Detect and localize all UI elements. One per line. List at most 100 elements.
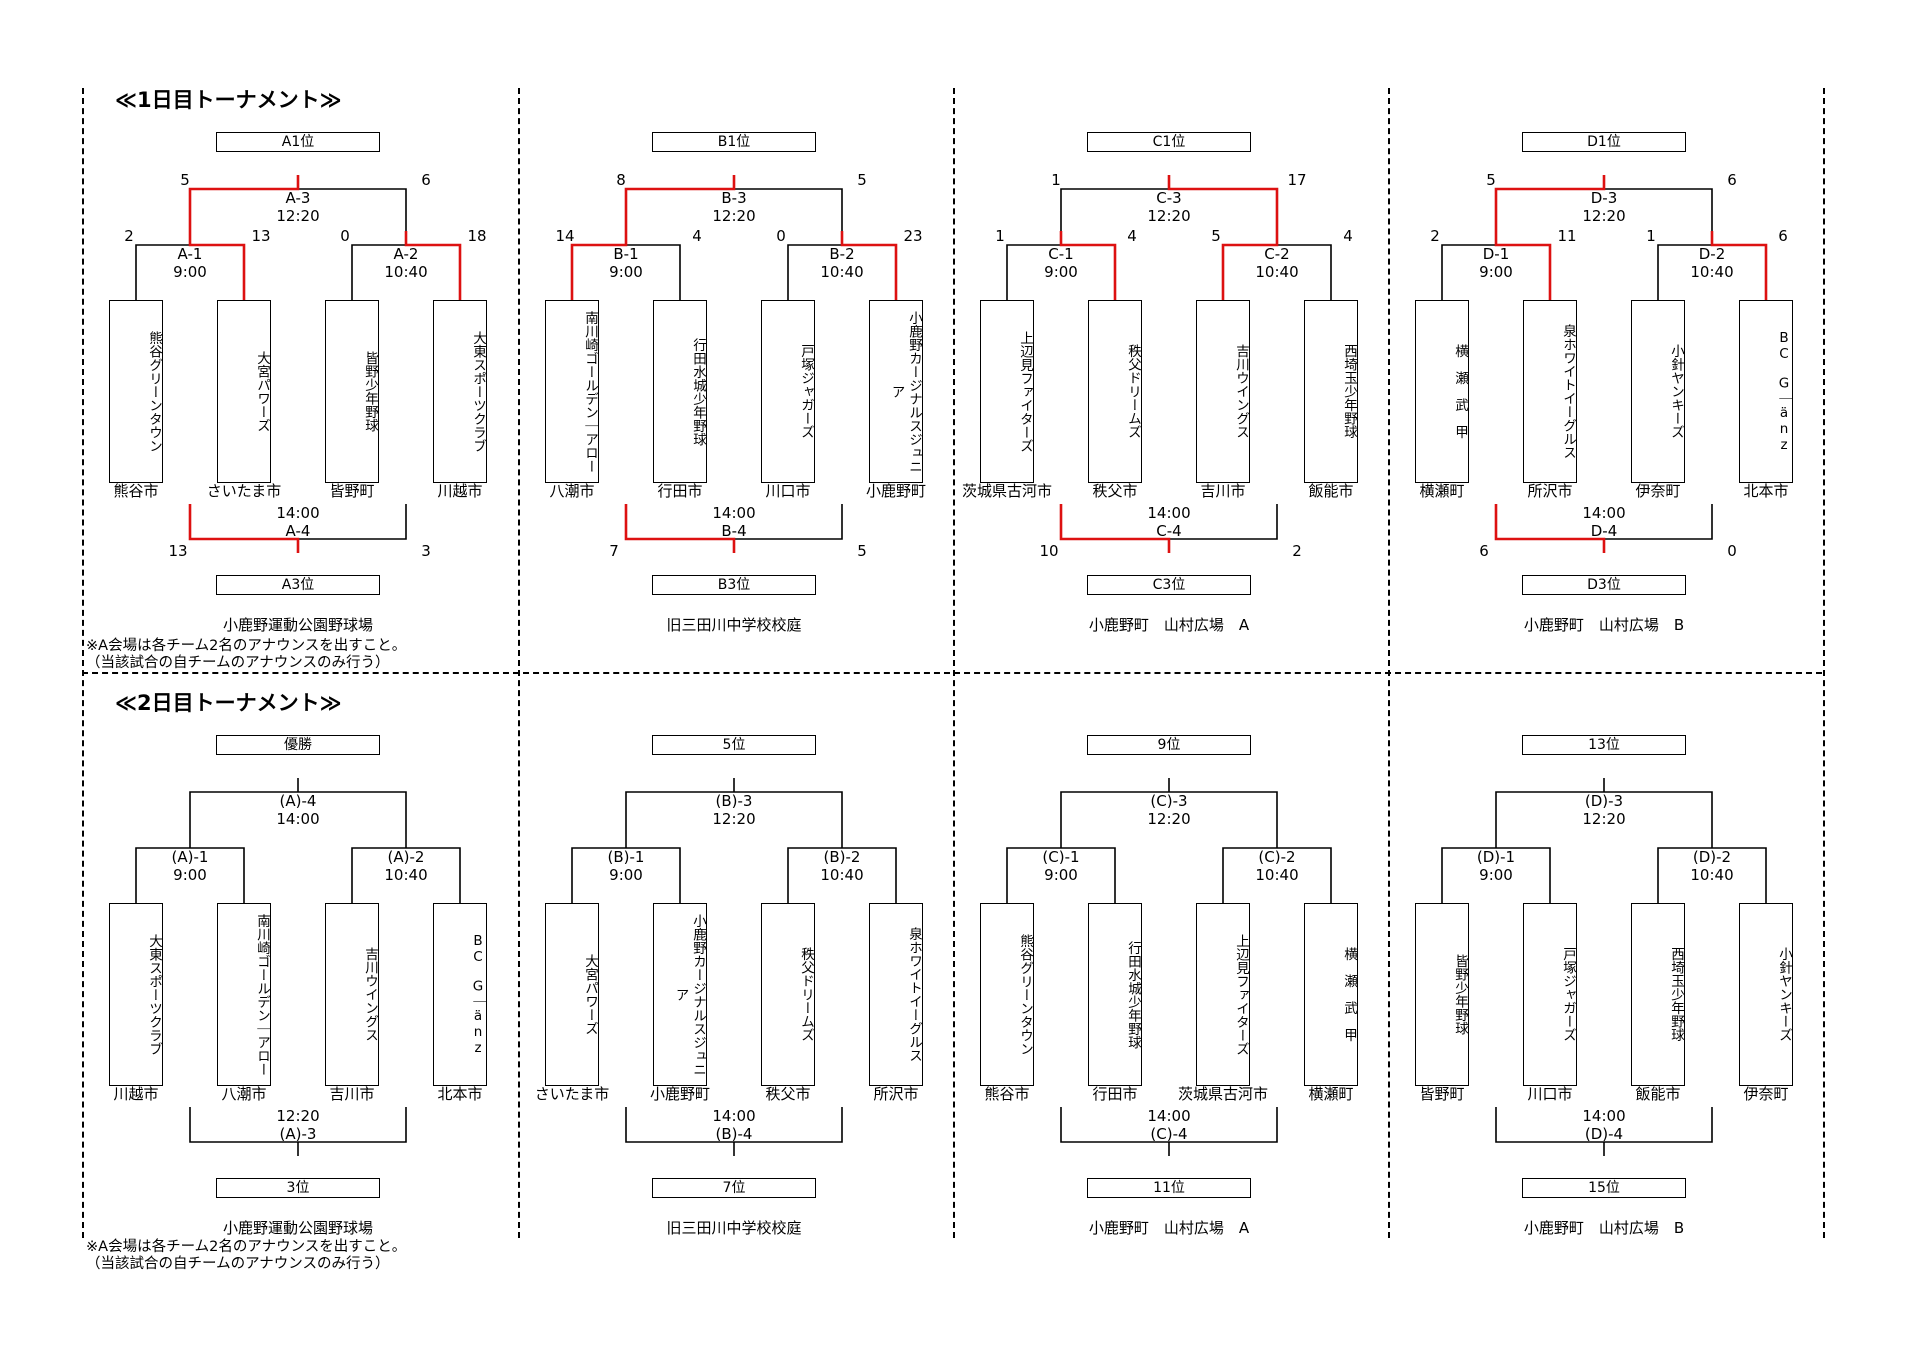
semi2-match-time: 10:40 [1255, 866, 1299, 884]
team-box: BC G｜änz [433, 903, 487, 1086]
team-name: 皆野少年野球 [362, 351, 378, 432]
team-box: 小鹿野カージナルスジュニア [653, 903, 707, 1086]
rank-box-bottom: B3位 [652, 575, 816, 595]
team-box: 横 瀬 武 甲 [1304, 903, 1358, 1086]
team-city: 皆野町 [1419, 1085, 1465, 1103]
final-match-time: 12:20 [712, 207, 756, 225]
rank-box-bottom: C3位 [1087, 575, 1251, 595]
team-city: 飯能市 [1635, 1085, 1681, 1103]
venue-label: 小鹿野運動公園野球場 [222, 1219, 374, 1237]
team-city: 熊谷市 [113, 482, 159, 500]
team-name: 熊谷グリーンタウン [1017, 933, 1033, 1056]
semi2-match-time: 10:40 [820, 263, 864, 281]
team-name: 泉ホワイトイーグルス [1560, 324, 1576, 459]
score: 5 [857, 171, 867, 189]
note-day2-2: （当該試合の自チームのアナウンスのみ行う） [86, 1256, 390, 1272]
divider-right [1823, 88, 1825, 1238]
day1-g3-semi2-winner-path [1221, 231, 1279, 300]
semi1-match-label: D-1 [1482, 245, 1510, 263]
score: 10 [1039, 542, 1059, 560]
score: 0 [1727, 542, 1737, 560]
team-name: 大宮パワーズ [582, 954, 598, 1035]
final-match-label: (B)-3 [715, 792, 753, 810]
semi2-match-label: A-2 [393, 245, 419, 263]
semi2-match-label: (B)-2 [823, 848, 861, 866]
third-match-time: 14:00 [1582, 1107, 1626, 1125]
day1-g1-final-winner-path [188, 175, 300, 231]
note-day2-1: ※A会場は各チーム2名のアナウンスを出すこと。 [86, 1239, 407, 1255]
final-match-time: 12:20 [276, 207, 320, 225]
team-city: 川口市 [765, 482, 811, 500]
semi2-match-label: (D)-2 [1692, 848, 1732, 866]
divider-horizontal [82, 672, 1822, 674]
semi1-match-label: A-1 [177, 245, 203, 263]
semi1-match-time: 9:00 [1479, 866, 1513, 884]
score: 18 [467, 227, 487, 245]
team-city: 所沢市 [1527, 482, 1573, 500]
team-box: 秩父ドリームズ [1088, 300, 1142, 483]
team-city: 茨城県古河市 [1177, 1085, 1269, 1103]
team-box: 小鹿野カージナルスジュニア [869, 300, 923, 483]
rank-box-bottom: 3位 [216, 1178, 380, 1198]
team-box: 上辺見ファイターズ [1196, 903, 1250, 1086]
score: 5 [857, 542, 867, 560]
team-box: 小針ヤンキーズ [1631, 300, 1685, 483]
team-name: 大東スポーツクラブ [146, 933, 162, 1056]
team-name: 大宮パワーズ [254, 351, 270, 432]
team-box: 上辺見ファイターズ [980, 300, 1034, 483]
rank-box-top: B1位 [652, 132, 816, 152]
team-name: 上辺見ファイターズ [1017, 330, 1033, 453]
team-city: 行田市 [657, 482, 703, 500]
score: 6 [1778, 227, 1788, 245]
team-box: 秩父ドリームズ [761, 903, 815, 1086]
day1-g2-semi1-winner-path [570, 231, 628, 300]
score: 5 [180, 171, 190, 189]
team-name: 戸塚ジャガーズ [1560, 947, 1576, 1042]
score: 7 [609, 542, 619, 560]
rank-box-bottom: D3位 [1522, 575, 1686, 595]
score: 11 [1557, 227, 1577, 245]
team-city: 皆野町 [329, 482, 375, 500]
rank-box-top: 9位 [1087, 735, 1251, 755]
team-city: 秩父市 [1092, 482, 1138, 500]
team-name: BC G｜änz [470, 933, 486, 1056]
semi2-match-time: 10:40 [384, 263, 428, 281]
team-name: 西埼玉少年野球 [1668, 947, 1684, 1042]
day1-g2-final-winner-path [624, 175, 736, 231]
score: 1 [1646, 227, 1656, 245]
rank-box-top: C1位 [1087, 132, 1251, 152]
team-name: BC G｜änz [1776, 330, 1792, 453]
team-name: 熊谷グリーンタウン [146, 330, 162, 453]
team-city: 横瀬町 [1308, 1085, 1354, 1103]
team-city: 所沢市 [873, 1085, 919, 1103]
team-city: 横瀬町 [1419, 482, 1465, 500]
venue-label: 旧三田川中学校校庭 [666, 616, 802, 634]
semi1-match-time: 9:00 [1044, 866, 1078, 884]
day1-g4-semi2-winner-path [1710, 231, 1768, 300]
venue-label: 小鹿野運動公園野球場 [222, 616, 374, 634]
team-city: 川口市 [1527, 1085, 1573, 1103]
score: 8 [616, 171, 626, 189]
team-box: BC G｜änz [1739, 300, 1793, 483]
final-match-time: 12:20 [1147, 207, 1191, 225]
third-match-label: D-4 [1590, 522, 1618, 540]
team-name: 戸塚ジャガーズ [798, 344, 814, 439]
semi2-match-label: (C)-2 [1258, 848, 1296, 866]
semi2-match-time: 10:40 [1255, 263, 1299, 281]
note-day1-1: ※A会場は各チーム2名のアナウンスを出すこと。 [86, 638, 407, 654]
score: 6 [1479, 542, 1489, 560]
team-box: 行田水城少年野球 [653, 300, 707, 483]
team-city: 茨城県古河市 [961, 482, 1053, 500]
team-name: 南川崎ゴールデン｜アロー [582, 310, 598, 473]
team-name: 秩父ドリームズ [1125, 344, 1141, 439]
team-box: 大宮パワーズ [545, 903, 599, 1086]
final-match-label: (D)-3 [1584, 792, 1624, 810]
team-name: 小鹿野カージナルスジュニア [888, 310, 922, 473]
day1-g4-semi1-winner-path [1494, 231, 1552, 300]
team-box: 西埼玉少年野球 [1631, 903, 1685, 1086]
final-match-time: 12:20 [712, 810, 756, 828]
team-box: 大宮パワーズ [217, 300, 271, 483]
semi2-match-time: 10:40 [1690, 866, 1734, 884]
third-match-label: C-4 [1156, 522, 1182, 540]
